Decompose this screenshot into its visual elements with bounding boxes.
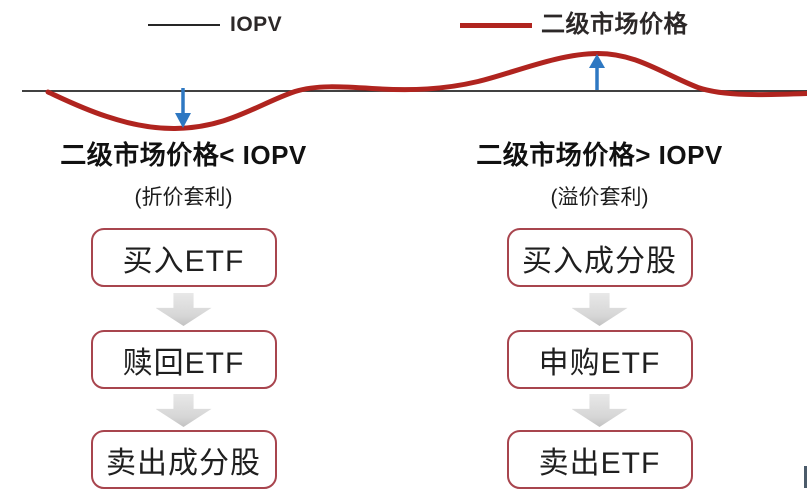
step-box-subscribe-etf: 申购ETF [506, 330, 693, 389]
discount-arbitrage-column: 二级市场价格< IOPV (折价套利) 买入ETF 赎回ETF 卖出成分股 [58, 0, 309, 500]
discount-heading: 二级市场价格< IOPV [60, 140, 307, 170]
premium-heading: 二级市场价格> IOPV [476, 140, 723, 170]
step-box-buy-constituents: 买入成分股 [506, 228, 693, 287]
flow-down-arrow-icon [571, 394, 628, 427]
edge-artifact [804, 466, 807, 488]
premium-gap-arrow-icon [589, 54, 605, 90]
flow-down-arrow-icon [155, 394, 212, 427]
step-box-redeem-etf: 赎回ETF [90, 330, 277, 389]
iopv-legend-label: IOPV [230, 13, 283, 36]
step-box-buy-etf: 买入ETF [90, 228, 277, 287]
legend-item-market-price: 二级市场价格 [460, 13, 688, 37]
discount-subtitle: (折价套利) [134, 186, 233, 209]
flow-down-arrow-icon [571, 293, 628, 326]
discount-gap-arrow-icon [175, 88, 191, 128]
market-price-curve [45, 50, 807, 132]
legend-item-iopv: IOPV [148, 14, 282, 35]
market-price-legend-label: 二级市场价格 [541, 11, 688, 38]
premium-arbitrage-column: 二级市场价格> IOPV (溢价套利) 买入成分股 申购ETF 卖出ETF [474, 0, 725, 500]
price-curve-schematic [22, 50, 807, 132]
premium-subtitle: (溢价套利) [550, 186, 649, 209]
step-box-sell-etf: 卖出ETF [506, 430, 693, 489]
iopv-line-swatch [148, 23, 220, 26]
flow-down-arrow-icon [155, 293, 212, 326]
step-box-sell-constituents: 卖出成分股 [90, 430, 277, 489]
market-price-line-swatch [460, 22, 532, 28]
